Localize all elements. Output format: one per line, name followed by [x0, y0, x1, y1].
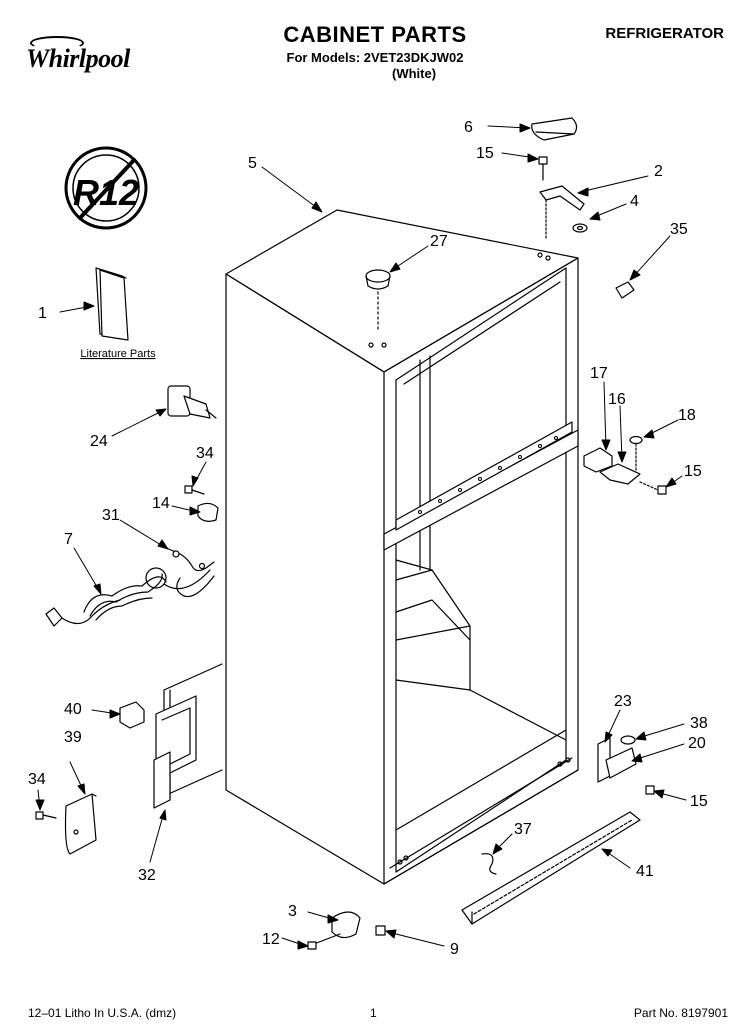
callout-39: 39 — [64, 729, 82, 746]
leveling-leg-icon — [307, 911, 386, 950]
screw-icon — [184, 485, 205, 495]
callout-40: 40 — [64, 701, 82, 718]
brand-name: Whirlpool — [26, 44, 130, 73]
callout-3: 3 — [288, 903, 297, 920]
callout-15: 15 — [684, 463, 702, 480]
no-r12-icon: R12 — [64, 146, 148, 230]
callout-16: 16 — [608, 391, 626, 408]
callout-15: 15 — [476, 145, 494, 162]
leader-lines — [35, 123, 687, 950]
plug-button-icon — [365, 269, 391, 331]
callout-35: 35 — [670, 221, 688, 238]
screw-icon — [538, 156, 548, 181]
callout-9: 9 — [450, 941, 459, 958]
callout-1: 1 — [38, 305, 47, 322]
spring-clip-icon — [481, 853, 497, 875]
model-number: For Models: 2VET23DKJW02 — [286, 50, 464, 65]
callout-17: 17 — [590, 365, 608, 382]
top-hinge-icon — [539, 185, 585, 241]
whirlpool-logo: Whirlpool — [26, 30, 156, 82]
callout-34: 34 — [196, 445, 214, 462]
ground-wire-icon — [165, 547, 215, 598]
toe-grille-icon — [461, 811, 641, 925]
footer-print-info: 12–01 Litho In U.S.A. (dmz) — [28, 1006, 177, 1020]
screw-icon — [35, 811, 57, 820]
callout-5: 5 — [248, 155, 257, 172]
callout-18: 18 — [678, 407, 696, 424]
drain-fitting-icon — [167, 385, 217, 419]
callout-20: 20 — [688, 735, 706, 752]
door-stop-icon — [615, 281, 635, 299]
washer-icon — [572, 223, 588, 233]
callout-6: 6 — [464, 119, 473, 136]
callout-37: 37 — [514, 821, 532, 838]
power-cord-icon — [45, 567, 211, 627]
footer-page-number: 1 — [370, 1006, 377, 1020]
callout-32: 32 — [138, 867, 156, 884]
literature-booklet-icon — [95, 267, 129, 341]
hinge-cover-icon — [531, 117, 578, 141]
cord-clamp-icon — [119, 701, 145, 729]
callout-numbers: 1 2 3 4 5 6 7 9 12 14 15 15 15 15 16 17 … — [28, 119, 708, 958]
callout-23: 23 — [614, 693, 632, 710]
callout-7: 7 — [64, 531, 73, 548]
center-hinge-icon — [583, 435, 667, 495]
literature-parts-label: Literature Parts — [80, 348, 156, 360]
page-title: CABINET PARTS — [283, 22, 467, 47]
bottom-hinge-icon — [597, 735, 655, 795]
cabinet-body — [163, 209, 579, 885]
callout-15: 15 — [690, 793, 708, 810]
callout-2: 2 — [654, 163, 663, 180]
cord-clip-icon — [197, 502, 219, 522]
callout-12: 12 — [262, 931, 280, 948]
side-bracket-icon — [153, 695, 197, 809]
callout-31: 31 — [102, 507, 120, 524]
callout-4: 4 — [630, 193, 639, 210]
callout-34: 34 — [28, 771, 46, 788]
outlet-cover-icon — [64, 793, 97, 855]
callout-38: 38 — [690, 715, 708, 732]
callout-27: 27 — [430, 233, 448, 250]
callout-24: 24 — [90, 433, 108, 450]
logo-swoosh-icon — [30, 36, 84, 50]
appliance-type: REFRIGERATOR — [605, 25, 724, 42]
callout-41: 41 — [636, 863, 654, 880]
footer-part-number: Part No. 8197901 — [633, 1006, 728, 1020]
model-color: (White) — [392, 66, 437, 81]
callout-14: 14 — [152, 495, 170, 512]
